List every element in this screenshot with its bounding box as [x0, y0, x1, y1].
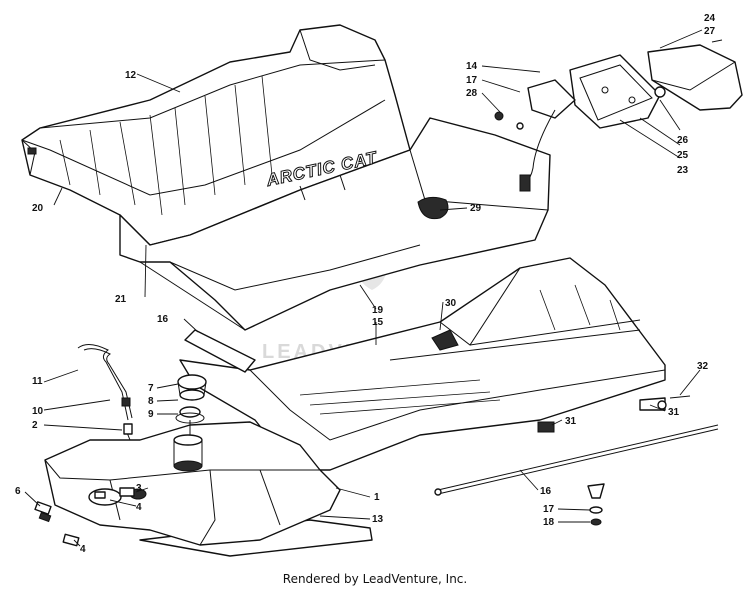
footer-credit: Rendered by LeadVenture, Inc. [282, 572, 468, 586]
callout-16: 16 [540, 486, 552, 497]
taillight-assembly [494, 39, 743, 192]
callout-14: 15 [372, 317, 384, 328]
callout-9: 10 [32, 406, 44, 417]
callout-23: 24 [704, 13, 716, 24]
leader-lines [24, 29, 703, 547]
callout-17-bottom: 17 [543, 504, 555, 515]
callout-31: 31 [668, 407, 680, 418]
callout-25: 26 [677, 135, 689, 146]
callout-15: 16 [157, 314, 169, 325]
callout-13: 14 [466, 61, 478, 72]
callout-7: 8 [148, 396, 154, 407]
callout-32: 32 [697, 361, 709, 372]
callout-labels: 12 20 21 19 15 16 30 29 14 17 28 24 27 2… [15, 13, 716, 555]
callout-1: 1 [374, 492, 380, 503]
callout-24: 25 [677, 150, 689, 161]
callout-20: 20 [32, 203, 44, 214]
callout-22: 23 [677, 165, 689, 176]
callout-18: 18 [543, 517, 555, 528]
callout-4-upper: 4 [136, 502, 142, 513]
callout-5: 6 [15, 486, 21, 497]
vent-hose [77, 344, 133, 441]
callout-3: 3 [136, 483, 142, 494]
callout-30: 31 [565, 416, 577, 427]
callout-11: 12 [125, 70, 137, 81]
callout-2: 2 [32, 420, 38, 431]
callout-29: 30 [445, 298, 457, 309]
fuel-tank [44, 421, 373, 557]
callout-10: 11 [32, 376, 43, 387]
seat [21, 24, 411, 246]
chassis-tunnel [179, 257, 666, 471]
callout-12: 13 [372, 514, 384, 525]
callout-8: 9 [148, 409, 154, 420]
callout-6: 7 [148, 383, 154, 394]
callout-4-lower: 4 [80, 544, 86, 555]
seat-base: ARCTIC CAT [119, 117, 551, 331]
callout-21: 21 [115, 294, 127, 305]
rod-and-hardware [434, 395, 719, 526]
fuel-cap-assembly [173, 374, 207, 472]
callout-28: 29 [470, 203, 482, 214]
callout-27: 28 [466, 88, 478, 99]
callout-17-top: 17 [466, 75, 478, 86]
callout-26: 27 [704, 26, 716, 37]
callout-19: 19 [372, 305, 384, 316]
